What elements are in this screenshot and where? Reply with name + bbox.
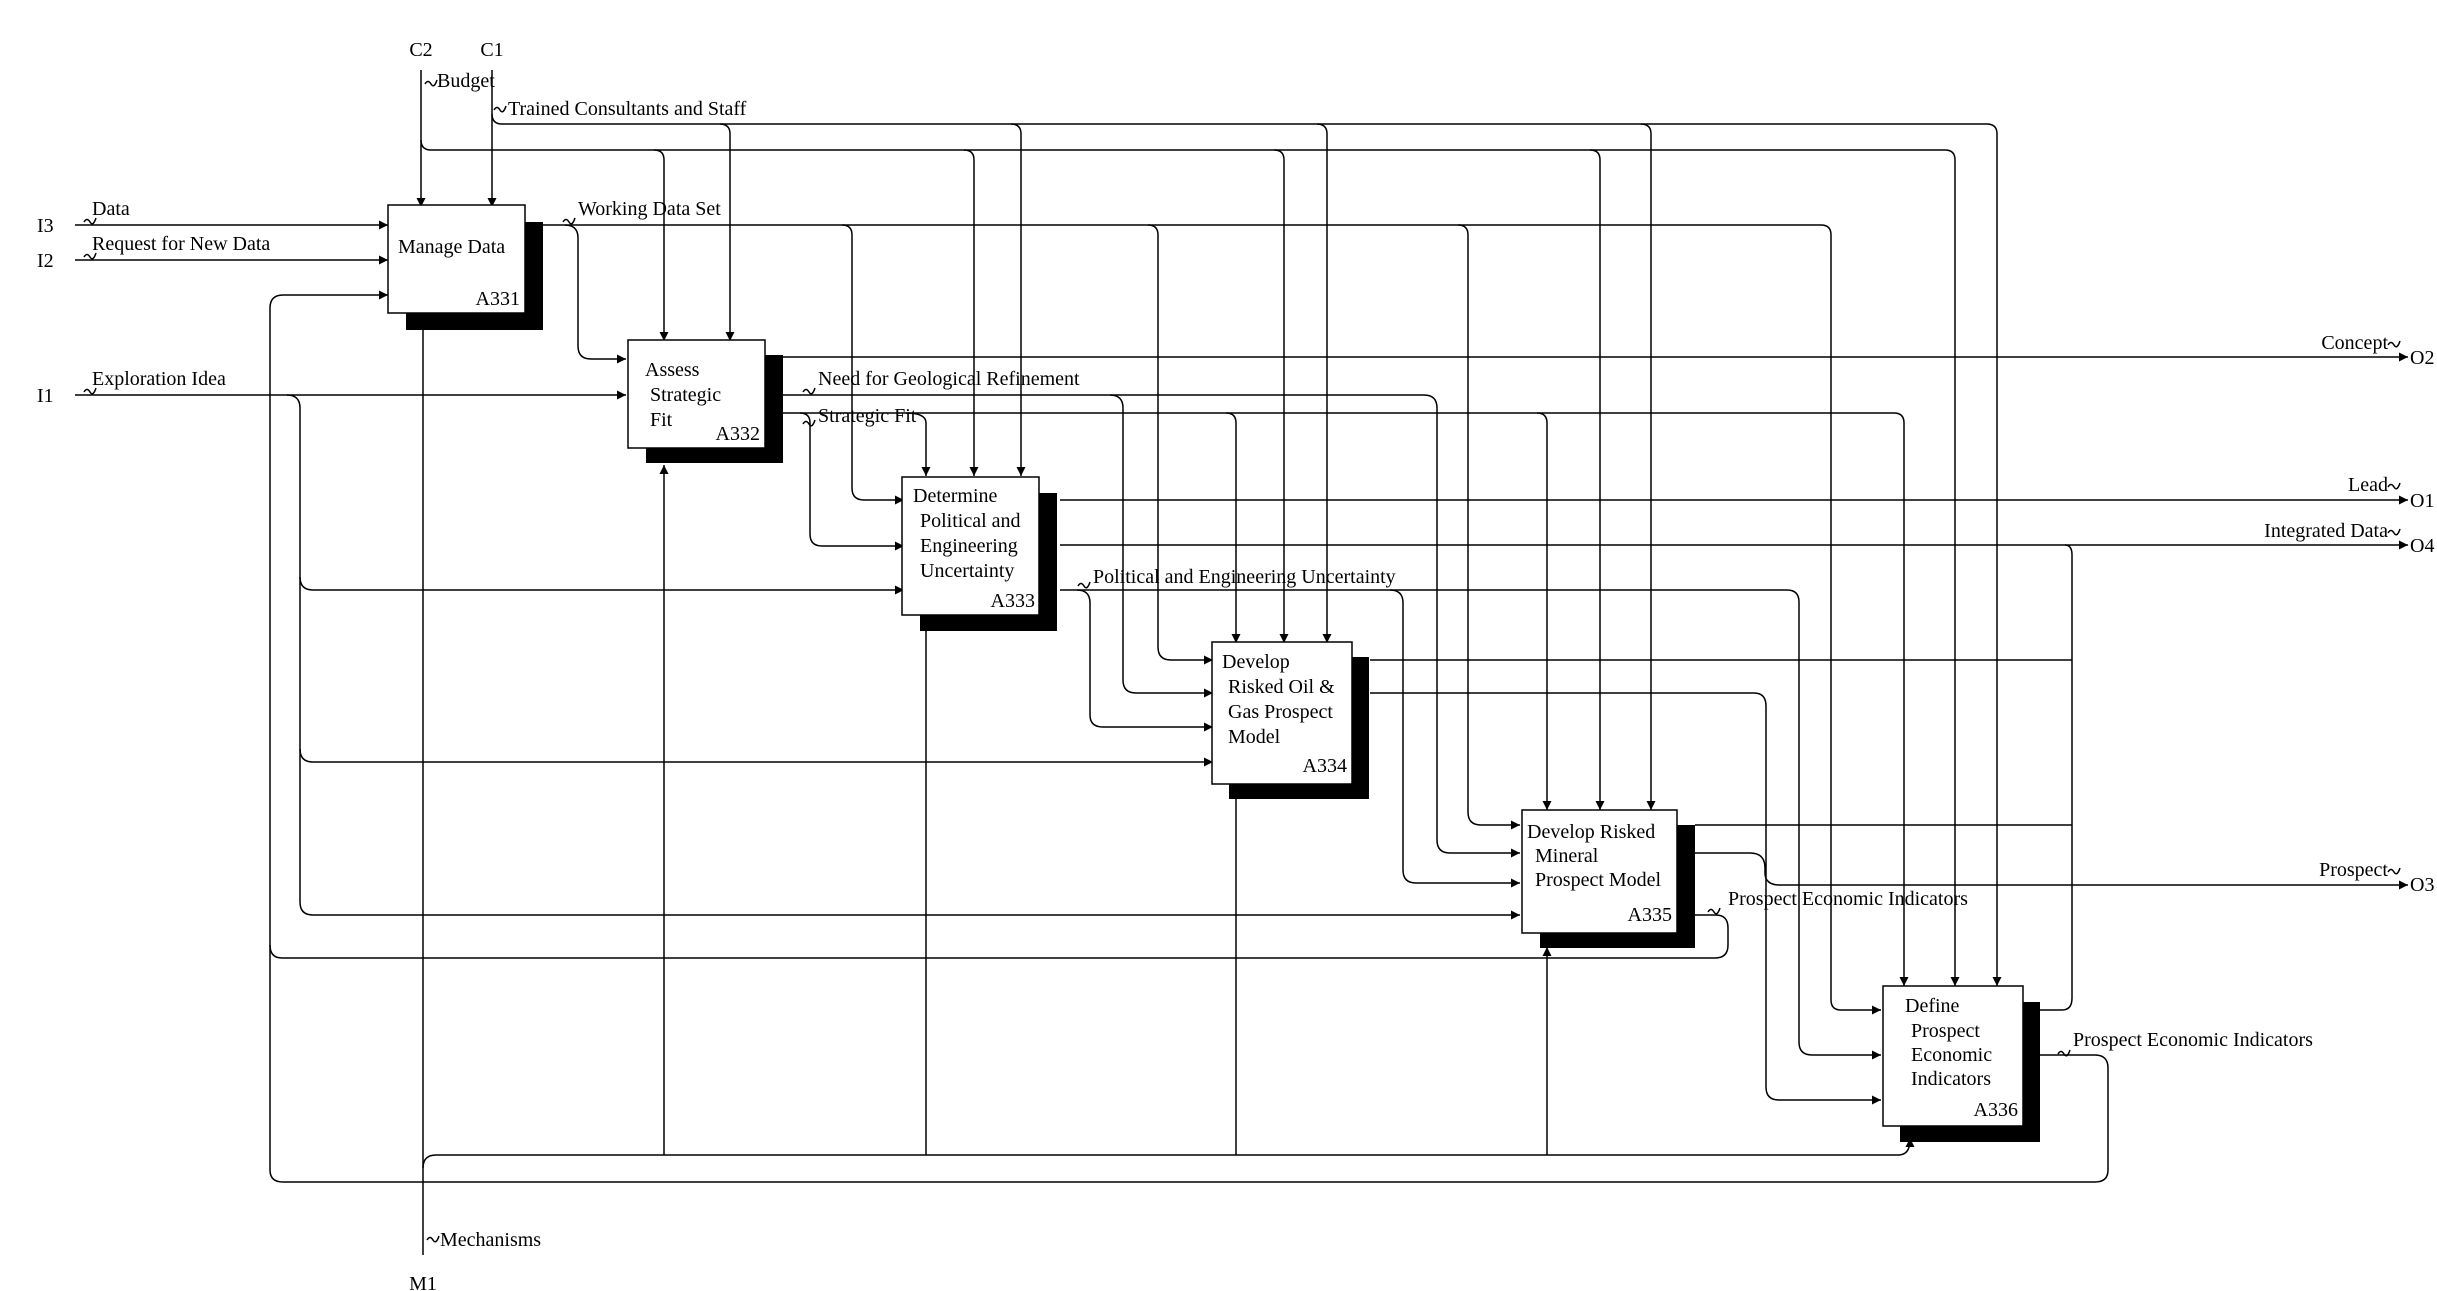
concept-label: Concept [2321, 332, 2388, 354]
activity-a331[interactable]: Manage Data A331 [387, 204, 543, 330]
political-label: Political and Engineering Uncertainty [1093, 566, 1396, 588]
c2-tag: C2 [409, 39, 432, 61]
activity-label: Manage Data [398, 236, 505, 258]
budget-label: Budget [437, 70, 495, 92]
activity-label: Prospect [1911, 1020, 1980, 1042]
lead-label: Lead [2348, 474, 2388, 496]
refinement-arrow [783, 394, 1520, 858]
strategic-fit-arrow [783, 412, 1909, 986]
m1-tag: M1 [409, 1273, 437, 1291]
o4-tag: O4 [2410, 535, 2434, 557]
prospect-label: Prospect [2319, 859, 2388, 881]
connector-lines [75, 70, 2408, 1255]
data-label: Data [92, 198, 130, 220]
exploration-label: Exploration Idea [92, 368, 226, 390]
prospect-output-arrow [1695, 852, 2408, 890]
economic-feedback-arrow [269, 290, 1729, 959]
economic-loop-label: Prospect Economic Indicators [2073, 1029, 2313, 1051]
strategic-fit-label: Strategic Fit [818, 405, 917, 427]
activity-a332[interactable]: Assess Strategic Fit A332 [627, 339, 783, 463]
o3-tag: O3 [2410, 874, 2434, 896]
activity-a334[interactable]: Develop Risked Oil & Gas Prospect Model … [1211, 641, 1369, 799]
budget-branch [420, 139, 1960, 986]
economic-loop-arrow [269, 945, 2109, 1183]
activity-a336[interactable]: Define Prospect Economic Indicators A336 [1882, 985, 2040, 1142]
activity-code: A335 [1628, 904, 1672, 926]
activity-label: Mineral [1535, 845, 1599, 867]
activity-code: A332 [716, 423, 760, 445]
activity-label: Model [1228, 726, 1281, 748]
working-data-arrow [543, 224, 1881, 1015]
activity-code: A336 [1974, 1099, 2018, 1121]
working-label: Working Data Set [578, 198, 721, 220]
i1-tag: I1 [37, 385, 54, 407]
refinement-label: Need for Geological Refinement [818, 368, 1080, 390]
trained-label: Trained Consultants and Staff [508, 98, 747, 120]
activity-label: Define [1905, 995, 1960, 1017]
activity-label: Gas Prospect [1228, 701, 1333, 723]
activity-label: Develop Risked [1527, 821, 1655, 843]
activity-label: Assess [645, 359, 700, 381]
o2-tag: O2 [2410, 347, 2434, 369]
activity-code: A334 [1303, 755, 1347, 777]
request-label: Request for New Data [92, 233, 270, 255]
activity-code: A331 [476, 288, 520, 310]
activity-a333[interactable]: Determine Political and Engineering Unce… [901, 476, 1057, 631]
o1-tag: O1 [2410, 490, 2434, 512]
trained-branch [491, 113, 2002, 986]
boundary-tags: C2 C1 I3 I2 I1 O2 O1 O4 O3 M1 [37, 39, 2434, 1291]
activity-label: Prospect Model [1535, 869, 1662, 891]
i2-tag: I2 [37, 250, 54, 272]
c1-tag: C1 [480, 39, 503, 61]
activity-label: Develop [1222, 651, 1290, 673]
activity-label: Risked Oil & [1228, 676, 1335, 698]
arrow-labels: Budget Trained Consultants and Staff Dat… [83, 70, 2401, 1251]
activity-label: Determine [913, 485, 998, 507]
economic-label: Prospect Economic Indicators [1728, 888, 1968, 910]
i3-tag: I3 [37, 215, 54, 237]
integrated-label: Integrated Data [2264, 520, 2388, 542]
mechanisms-label: Mechanisms [440, 1229, 541, 1251]
political-arrow [1060, 589, 1881, 1060]
activity-code: A333 [991, 590, 1035, 612]
activity-label: Fit [650, 409, 673, 431]
activity-label: Strategic [650, 384, 721, 406]
activity-label: Political and [920, 510, 1021, 532]
activity-label: Engineering [920, 535, 1018, 557]
activity-label: Economic [1911, 1044, 1992, 1066]
activity-a335[interactable]: Develop Risked Mineral Prospect Model A3… [1521, 809, 1695, 948]
activity-boxes: Manage Data A331 Assess Strategic Fit A3… [387, 204, 2040, 1142]
activity-label: Indicators [1911, 1068, 1991, 1090]
activity-label: Uncertainty [920, 560, 1014, 582]
